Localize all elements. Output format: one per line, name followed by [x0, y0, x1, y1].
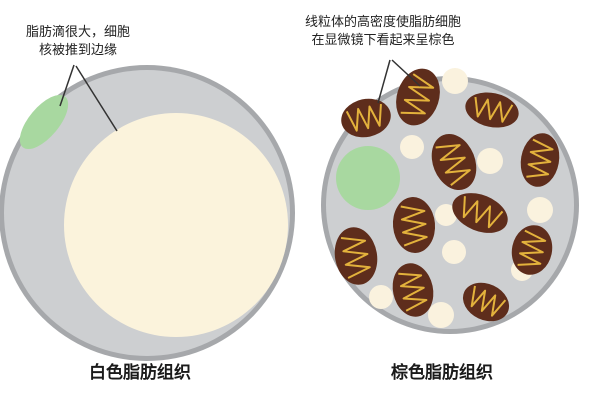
mitochondrion-cristae [400, 73, 435, 115]
mitochondrion-cristae [435, 144, 471, 186]
mitochondrion-cristae [340, 237, 371, 279]
mitochondrion-outer-membrane [341, 98, 391, 138]
mitochondrion [520, 133, 560, 187]
mitochondrion-outer-membrane [396, 68, 440, 126]
mitochondrion-outer-membrane [511, 225, 553, 275]
mitochondrion [462, 282, 510, 322]
small-lipid-droplets [369, 68, 553, 328]
small-lipid-droplet [477, 148, 503, 174]
mitochondrion [392, 263, 434, 317]
mitochondrion [341, 98, 391, 138]
mitochondrion-cristae [398, 272, 428, 312]
mitochondrion-cristae [526, 138, 554, 178]
white-annotation-pointers [59, 64, 118, 132]
brown-fat-caption: 棕色脂肪组织 [391, 363, 493, 383]
mitochondrion [334, 227, 378, 285]
white-fat-annotation: 脂肪滴很大，细胞 核被推到边缘 [8, 24, 148, 60]
white-annotation-line-2: 核被推到边缘 [38, 43, 117, 58]
mitochondrion-outer-membrane [392, 263, 434, 317]
brown-annotation-line-2: 在显微镜下看起来呈棕色 [311, 33, 455, 48]
mitochondrion [396, 68, 440, 126]
mitochondria [334, 68, 560, 322]
pointer-to-lipid-droplet [75, 65, 118, 132]
mitochondrion-outer-membrane [452, 193, 508, 233]
small-lipid-droplet [400, 135, 424, 159]
mitochondrion [465, 92, 519, 128]
mitochondrion-outer-membrane [465, 92, 519, 128]
small-lipid-droplet [442, 240, 466, 264]
mitochondrion-outer-membrane [431, 133, 477, 191]
mitochondrion-outer-membrane [520, 133, 560, 187]
small-lipid-droplet [442, 68, 468, 94]
mitochondrion-cristae [462, 196, 504, 229]
white-fat-caption: 白色脂肪组织 [89, 363, 191, 383]
brown-cell-nucleus [336, 146, 400, 210]
pointer-to-mitochondrion-left [377, 59, 391, 104]
pointer-to-nucleus [59, 64, 75, 107]
small-lipid-droplet [435, 204, 457, 226]
small-lipid-droplet [527, 197, 553, 223]
brown-annotation-line-1: 线粒体的高密度使脂肪细胞 [304, 15, 461, 30]
brown-fat-annotation: 线粒体的高密度使脂肪细胞 在显微镜下看起来呈棕色 [268, 14, 498, 50]
white-lipid-droplet [64, 113, 288, 337]
mitochondrion-cristae [474, 96, 514, 123]
pointer-to-mitochondrion-right [391, 59, 421, 87]
white-annotation-line-1: 脂肪滴很大，细胞 [25, 25, 130, 40]
mitochondrion-cristae [517, 229, 547, 266]
brown-adipocyte [321, 68, 579, 334]
brown-annotation-pointers [377, 59, 421, 104]
mitochondrion [431, 133, 477, 191]
mitochondrion [452, 193, 508, 233]
mitochondrion-cristae [400, 205, 428, 247]
white-cell-nucleus [19, 94, 69, 150]
mitochondrion-cristae [345, 104, 382, 132]
mitochondrion [392, 197, 436, 253]
small-lipid-droplet [428, 302, 454, 328]
white-adipocyte [0, 65, 295, 361]
mitochondrion-cristae [470, 285, 507, 317]
small-lipid-droplet [369, 285, 393, 309]
mitochondrion-outer-membrane [334, 227, 378, 285]
mitochondrion [511, 225, 553, 275]
